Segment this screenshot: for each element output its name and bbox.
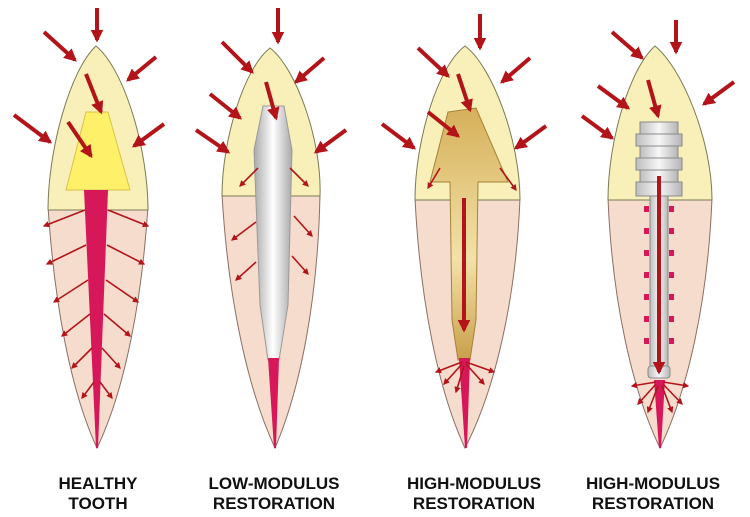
caption-line-2: RESTORATION [558,494,748,514]
caption-high-modulus-threaded: HIGH-MODULUS RESTORATION [558,474,748,514]
caption-line-1: LOW-MODULUS [179,474,369,494]
panel-high-modulus-threaded [582,20,734,448]
caption-healthy-tooth: HEALTHY TOOTH [3,474,193,514]
caption-line-2: RESTORATION [179,494,369,514]
panel-low-modulus [196,8,346,448]
caption-line-2: TOOTH [3,494,193,514]
caption-low-modulus: LOW-MODULUS RESTORATION [179,474,369,514]
caption-line-2: RESTORATION [379,494,569,514]
caption-line-1: HIGH-MODULUS [379,474,569,494]
caption-line-1: HIGH-MODULUS [558,474,748,494]
caption-line-1: HEALTHY [3,474,193,494]
caption-high-modulus-cast: HIGH-MODULUS RESTORATION [379,474,569,514]
panel-healthy-tooth [14,8,164,448]
panel-high-modulus-cast [382,14,546,448]
